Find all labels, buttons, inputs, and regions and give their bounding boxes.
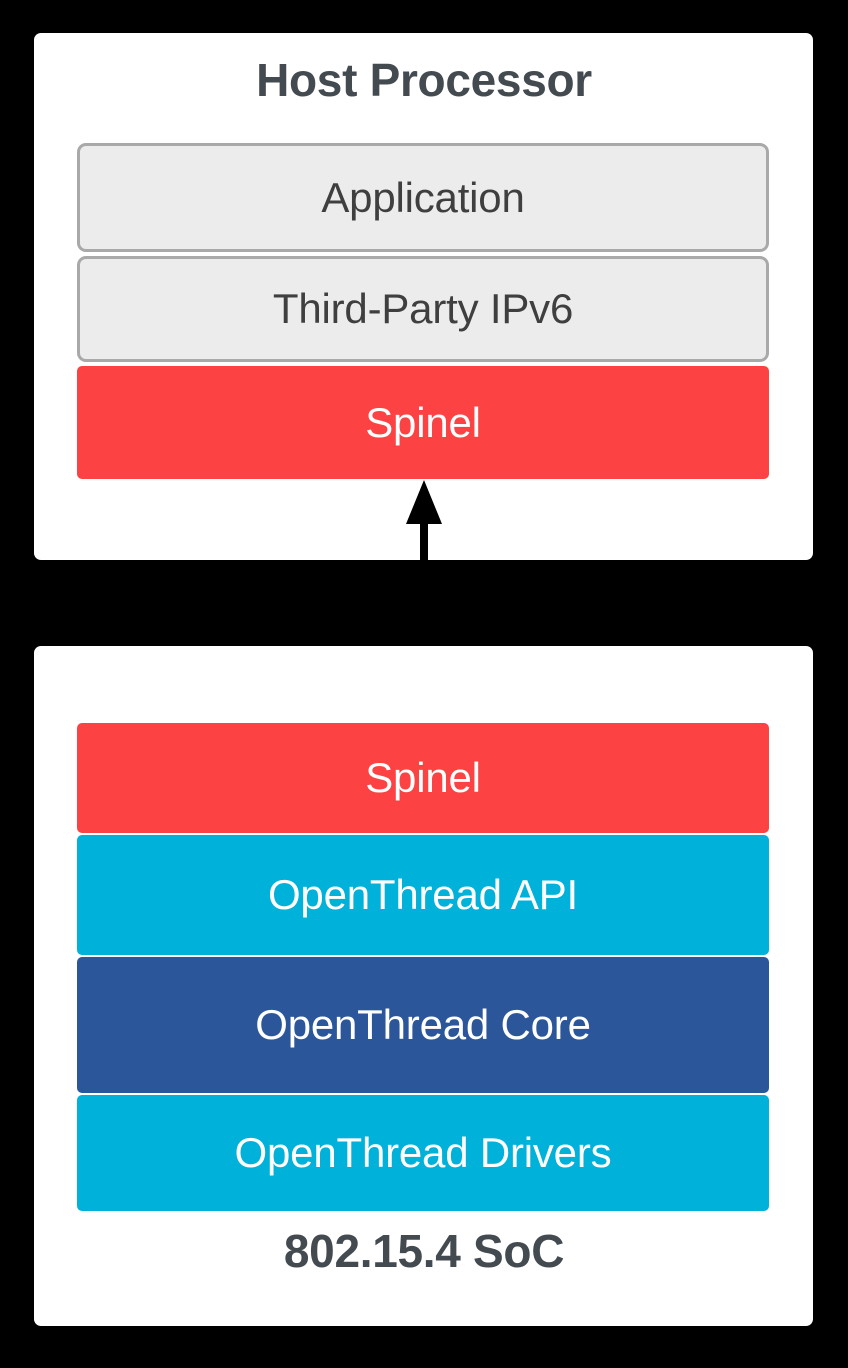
- host-processor-title: Host Processor: [256, 54, 592, 106]
- soc-panel-title: 802.15.4 SoC: [283, 1225, 565, 1277]
- layer-openthread-api: OpenThread API: [77, 835, 769, 955]
- layer-soc-spinel: Spinel: [77, 723, 769, 833]
- layer-host-spinel: Spinel: [77, 366, 769, 479]
- layer-application: Application: [77, 143, 769, 252]
- layer-third-party-ipv6: Third-Party IPv6: [77, 256, 769, 362]
- layer-openthread-core: OpenThread Core: [77, 957, 769, 1093]
- layer-openthread-drivers: OpenThread Drivers: [77, 1095, 769, 1211]
